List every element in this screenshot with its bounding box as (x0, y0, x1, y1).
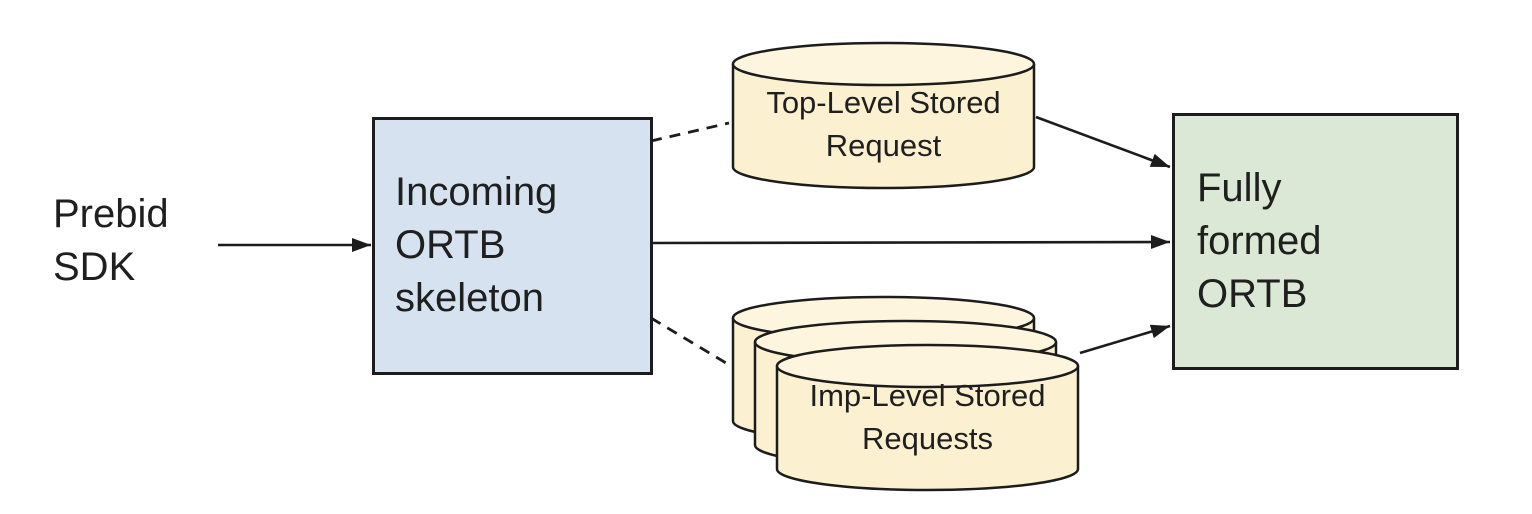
arrow-incoming-to-output (652, 235, 1171, 250)
fully-formed-ortb-label: Fully formed ORTB (1197, 165, 1322, 316)
arrow-top-stored-to-output (1035, 115, 1171, 169)
fully-formed-ortb-box (1172, 113, 1459, 370)
prebid-sdk-label: Prebid SDK (53, 192, 169, 289)
arrow-imp-stored-to-output (1079, 324, 1171, 355)
dashed-link-incoming-to-imp-stored (650, 316, 732, 368)
imp-level-stored-requests-label: Imp-Level Stored Requests (809, 378, 1046, 456)
incoming-ortb-label: Incoming ORTB skeleton (395, 170, 558, 320)
dashed-link-incoming-to-top-stored (650, 121, 730, 143)
top-level-stored-request-label: Top-Level Stored Request (766, 85, 1001, 163)
incoming-ortb-box (372, 117, 653, 375)
